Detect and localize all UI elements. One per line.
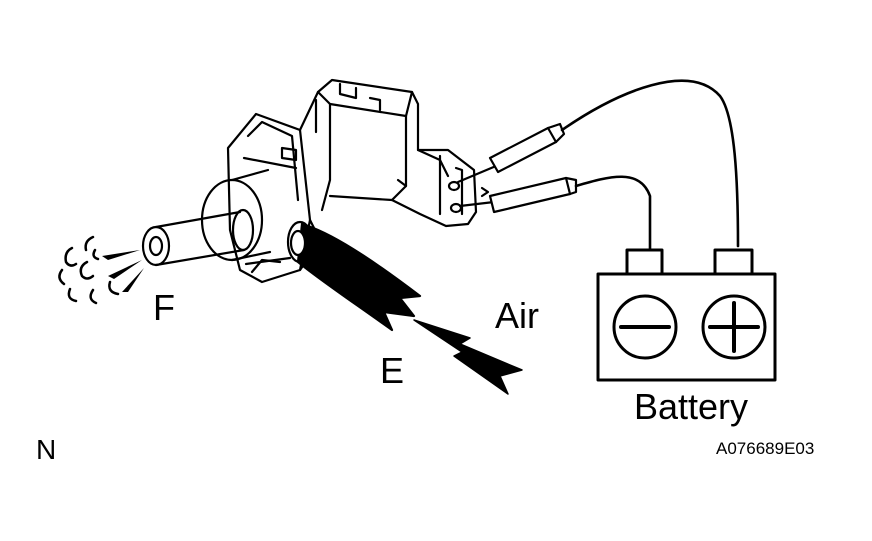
port-f-nozzle [141, 208, 255, 267]
air-in-arrow [413, 319, 523, 395]
port-e-hose [286, 220, 422, 332]
air-label: Air [495, 295, 539, 336]
minus-icon [612, 294, 678, 360]
figure-code: A076689E03 [716, 439, 815, 458]
plus-icon [701, 294, 767, 360]
port-e-label: E [380, 350, 405, 391]
air-puffs [58, 235, 120, 305]
battery [596, 248, 777, 382]
air-out-arrows [102, 250, 144, 292]
battery-wires [560, 79, 740, 252]
test-probes [447, 122, 578, 214]
corner-mark: N [36, 434, 57, 465]
port-f-label: F [153, 287, 175, 328]
battery-label: Battery [634, 386, 749, 427]
